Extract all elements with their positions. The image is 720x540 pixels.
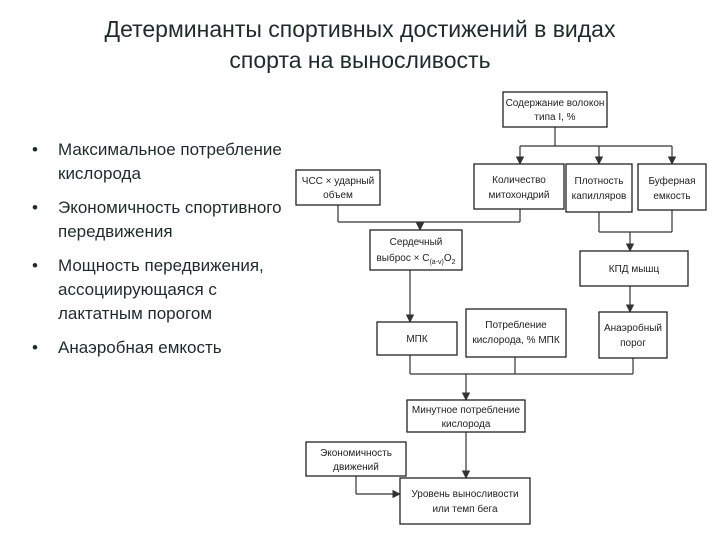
box-movement-economy-line-1: Экономичность <box>320 448 392 459</box>
box-minute-o2-consumption-line-1: Минутное потребление <box>412 404 521 416</box>
cardiac-output-prefix: выброс × C <box>376 252 429 264</box>
box-capillary-density: Плотность капилляров <box>565 163 633 213</box>
box-minute-o2-consumption: Минутное потребление кислорода <box>406 399 526 433</box>
bullet-item: Анаэробная емкость <box>28 336 290 360</box>
box-capillary-density-line-2: капилляров <box>572 191 627 202</box>
box-fiber-type: Содержание волокон типа I, % <box>502 91 608 128</box>
bullet-item: Мощность передвижения, ассоциирующаяся с… <box>28 254 290 326</box>
box-endurance-level-line-1: Уровень выносливости <box>411 489 518 500</box>
box-movement-economy-line-2: движений <box>333 462 379 473</box>
box-fiber-type-line-1: Содержание волокон <box>506 98 605 109</box>
bullet-item: Максимальное потребление кислорода <box>28 138 290 186</box>
box-capillary-density-line-1: Плотность <box>575 176 624 187</box>
box-endurance-level-line-2: или темп бега <box>432 503 497 515</box>
box-cardiac-output: Сердечный выброс × C(a-v)O2 <box>369 229 463 271</box>
slide-title-line-1: Детерминанты спортивных достижений в вид… <box>104 16 616 42</box>
box-anaerobic-threshold: Анаэробный порог <box>598 311 668 359</box>
box-cardiac-output-line-2: выброс × C(a-v)O2 <box>376 252 455 266</box>
box-o2-consumption-percent: Потребление кислорода, % МПК <box>465 308 567 358</box>
box-muscle-efficiency: КПД мышц <box>579 250 689 287</box>
box-hr-stroke-volume-line-2: объем <box>323 189 353 201</box>
box-muscle-efficiency-line-1: КПД мышц <box>609 264 660 275</box>
slide-title: Детерминанты спортивных достижений в вид… <box>0 14 720 76</box>
box-buffer-capacity-line-2: емкость <box>653 191 690 202</box>
cardiac-output-oxygen-subscript: 2 <box>452 259 456 266</box>
bullet-list: Максимальное потребление кислорода Эконо… <box>28 138 290 370</box>
bullet-item: Экономичность спортивного передвижения <box>28 196 290 244</box>
box-movement-economy: Экономичность движений <box>305 441 407 477</box>
connector-lines <box>337 127 677 499</box>
box-hr-stroke-volume: ЧСС × ударный объем <box>295 169 381 206</box>
slide-title-line-2: спорта на выносливость <box>229 47 491 73</box>
box-o2-consumption-percent-line-1: Потребление <box>485 319 547 331</box>
box-mitochondria: Количество митохондрий <box>473 163 565 210</box>
box-fiber-type-line-2: типа I, % <box>534 112 575 123</box>
box-hr-stroke-volume-line-1: ЧСС × ударный <box>302 176 374 187</box>
box-mitochondria-line-1: Количество <box>492 175 546 186</box>
box-vo2max: МПК <box>376 321 458 356</box>
box-buffer-capacity-line-1: Буферная <box>648 175 695 187</box>
cardiac-output-subscript: (a-v) <box>429 259 443 266</box>
box-o2-consumption-percent-line-2: кислорода, % МПК <box>472 335 560 346</box>
box-anaerobic-threshold-line-1: Анаэробный <box>604 322 662 334</box>
box-endurance-level: Уровень выносливости или темп бега <box>399 477 531 525</box>
box-minute-o2-consumption-line-2: кислорода <box>442 419 491 430</box>
box-buffer-capacity: Буферная емкость <box>637 163 707 211</box>
box-mitochondria-line-2: митохондрий <box>489 190 550 201</box>
box-anaerobic-threshold-line-2: порог <box>620 338 646 349</box>
box-cardiac-output-line-1: Сердечный <box>390 237 443 248</box>
cardiac-output-oxygen: O <box>444 253 452 264</box>
box-vo2max-line-1: МПК <box>406 334 428 345</box>
